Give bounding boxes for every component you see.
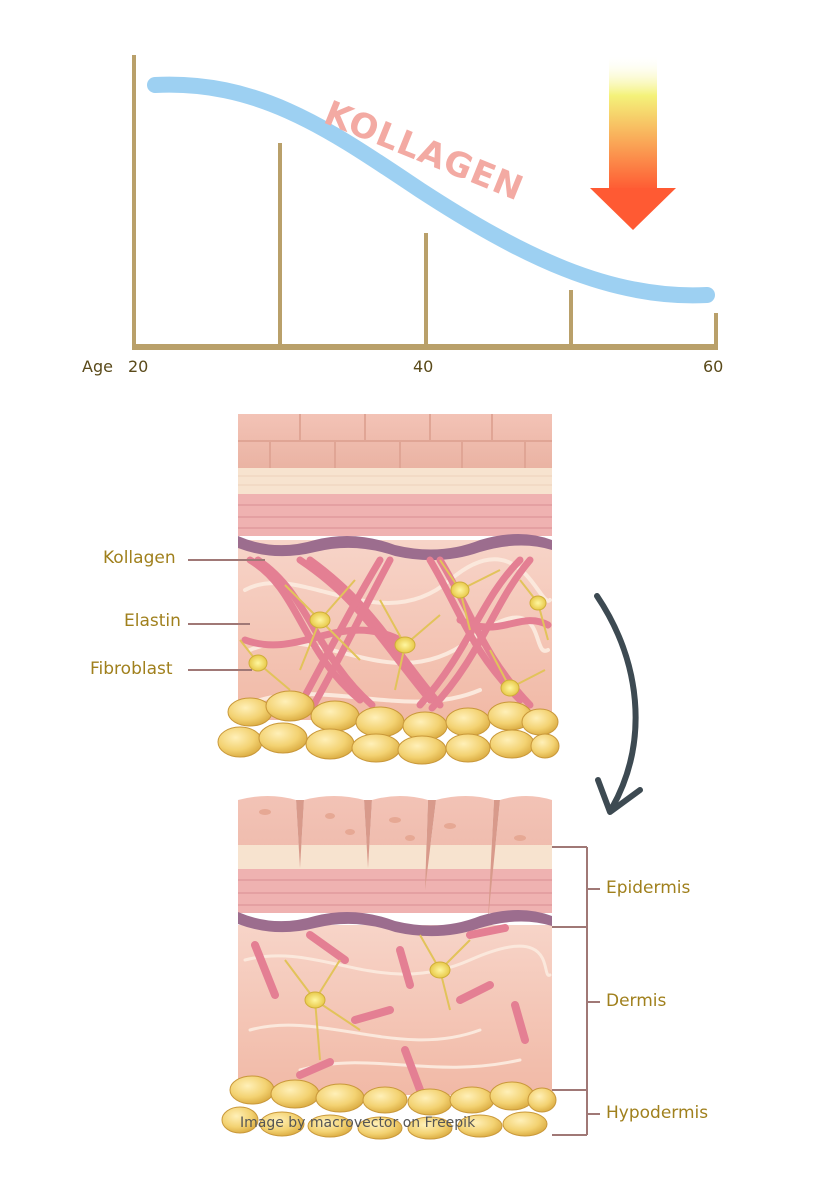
label-dermis: Dermis (606, 991, 667, 1011)
collagen-curve (147, 76, 715, 304)
label-fibroblast: Fibroblast (90, 659, 173, 679)
x-axis-title: Age (82, 357, 113, 376)
label-elastin: Elastin (124, 611, 181, 631)
label-hypodermis: Hypodermis (606, 1103, 709, 1123)
transition-arrow (594, 593, 639, 811)
tick-label-40: 40 (413, 357, 434, 376)
label-kollagen: Kollagen (103, 548, 176, 568)
layer-bracket (552, 846, 600, 1136)
collagen-chart: KOLLAGEN (132, 55, 718, 350)
aged-skin-illustration (221, 796, 557, 1140)
decline-arrow (590, 55, 676, 230)
tick-label-60: 60 (703, 357, 724, 376)
young-skin-illustration (217, 414, 560, 765)
young-fat-layer (217, 690, 560, 765)
label-epidermis: Epidermis (606, 878, 691, 898)
aged-fat-layer (221, 1075, 557, 1140)
image-credit: Image by macrovector on Freepik (240, 1115, 476, 1131)
tick-label-20: 20 (128, 357, 149, 376)
